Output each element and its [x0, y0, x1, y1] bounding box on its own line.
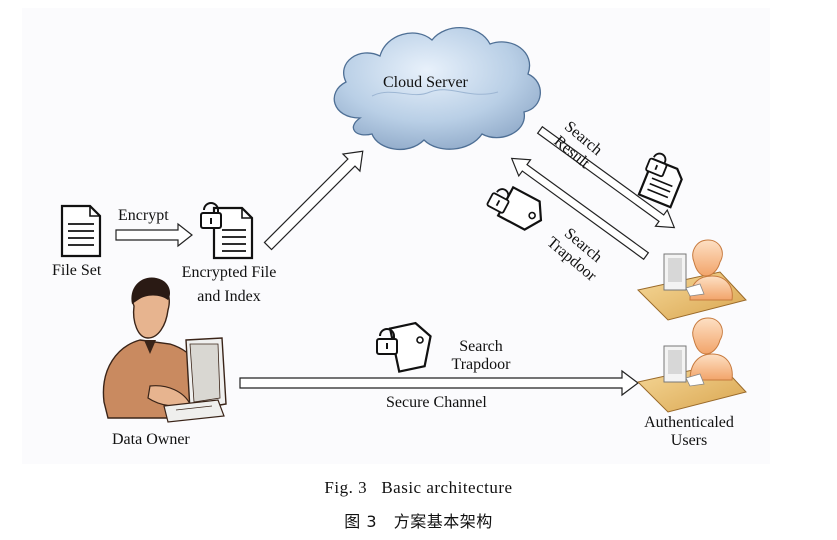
secure-channel-label: Secure Channel — [386, 394, 487, 411]
file-set-label: File Set — [52, 262, 102, 279]
trapdoor-tag-icon — [486, 185, 543, 231]
authenticated-user-icon-2 — [637, 317, 747, 413]
data-owner-icon — [102, 277, 227, 423]
encrypted-file-icon — [200, 202, 254, 260]
search-result-arrow — [536, 125, 676, 229]
authenticated-users-line1: Authenticaled — [644, 414, 734, 431]
encrypted-file-label-line1: Encrypted File — [181, 264, 277, 281]
search-trapdoor-label-line1: Search — [459, 338, 503, 355]
encrypted-file-label-line2: and Index — [197, 288, 261, 305]
search-trapdoor-label-line2: Trapdoor — [451, 356, 511, 373]
encrypted-file-label: Encrypted File and Index — [178, 264, 280, 306]
cloud-server-label: Cloud Server — [383, 74, 468, 91]
authenticated-users-label: Authenticaled Users — [636, 414, 742, 450]
upload-arrow — [263, 150, 364, 251]
search-result-document-icon — [637, 152, 683, 209]
encrypt-label: Encrypt — [118, 207, 169, 224]
cloud-server-icon — [333, 27, 541, 150]
secure-channel-arrow — [239, 369, 639, 397]
encrypt-arrow — [115, 222, 193, 248]
file-set-document-icon — [60, 204, 102, 258]
data-owner-label: Data Owner — [112, 431, 190, 448]
secure-trapdoor-tag-icon — [376, 321, 432, 373]
figure-caption-english: Fig. 3 Basic architecture — [324, 478, 513, 497]
search-trapdoor-arrow — [510, 157, 650, 261]
authenticated-users-line2: Users — [670, 432, 708, 449]
figure-caption-chinese: 图 3 方案基本架构 — [344, 512, 493, 531]
authenticated-user-icon-1 — [637, 239, 747, 321]
search-trapdoor-label: Search Trapdoor — [442, 338, 520, 374]
